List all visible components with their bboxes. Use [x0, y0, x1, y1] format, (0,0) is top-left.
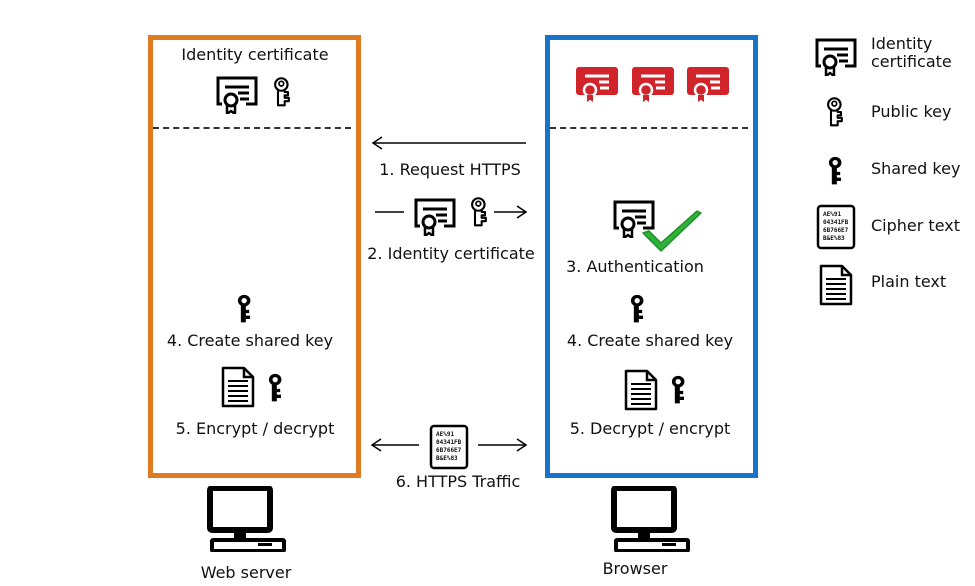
browser-shared-key-icon [628, 294, 648, 324]
server-step-create-key: 4. Create shared key [166, 331, 334, 350]
server-shared-key-icon [235, 294, 255, 324]
legend-plain-text-icon [819, 264, 853, 306]
server-plain-text-icon [221, 366, 255, 408]
legend-certificate-label: Identity certificate [871, 34, 952, 71]
trusted-certificate-icon [686, 64, 730, 104]
browser-panel [545, 35, 758, 478]
trusted-certificate-icon [575, 64, 619, 104]
legend-public-key-label: Public key [871, 102, 952, 121]
traffic-arrow-left [370, 438, 420, 452]
legend-shared-key-label: Shared key [871, 159, 961, 178]
traffic-cipher-text-icon: AE%91 04341FB 6B766E7 B&E%83 [429, 424, 469, 470]
web-server-panel [148, 35, 361, 478]
legend-cipher-text-icon: AE%91 04341FB 6B766E7 B&E%83 [816, 204, 856, 250]
legend-cipher-text-label: Cipher text [871, 216, 960, 235]
browser-step-decrypt: 5. Decrypt / encrypt [569, 419, 731, 438]
browser-step-create-key: 4. Create shared key [566, 331, 734, 350]
browser-divider [550, 127, 748, 129]
server-certificate-icon [216, 74, 260, 114]
server-step-encrypt: 5. Encrypt / decrypt [175, 419, 335, 438]
legend-shared-key-icon [826, 156, 846, 186]
web-server-computer-icon [206, 486, 286, 552]
checkmark-icon [641, 209, 703, 255]
legend-certificate-icon [815, 36, 859, 76]
transfer-certificate-icon [414, 196, 458, 236]
server-public-key-icon [273, 76, 293, 108]
browser-step-authentication: 3. Authentication [566, 257, 704, 276]
server-header: Identity certificate [181, 45, 329, 64]
traffic-arrow-right [478, 438, 528, 452]
legend-plain-text-label: Plain text [871, 272, 947, 291]
web-server-caption: Web server [200, 563, 292, 582]
transfer-public-key-icon [470, 197, 490, 227]
browser-computer-icon [610, 486, 690, 552]
trusted-certificate-icon [631, 64, 675, 104]
legend-public-key-icon [826, 97, 846, 127]
legend: Identity certificate Public key Shared k… [812, 30, 975, 310]
browser-plain-text-icon [624, 369, 658, 411]
flow-step-traffic: 6. HTTPS Traffic [395, 472, 521, 491]
legend-cipher-lines: AE%91 04341FB 6B766E7 B&E%83 [823, 211, 849, 242]
server-shared-key-icon-2 [266, 373, 286, 403]
browser-shared-key-icon-2 [669, 375, 689, 405]
request-arrow [370, 136, 528, 150]
flow-step-request: 1. Request HTTPS [379, 160, 521, 179]
certificate-arrow-left [375, 205, 405, 219]
flow-step-certificate: 2. Identity certificate [367, 244, 535, 263]
certificate-arrow-right [494, 205, 528, 219]
traffic-cipher-lines: AE%91 04341FB 6B766E7 B&E%83 [436, 431, 462, 462]
server-divider [153, 127, 351, 129]
browser-caption: Browser [602, 559, 668, 578]
